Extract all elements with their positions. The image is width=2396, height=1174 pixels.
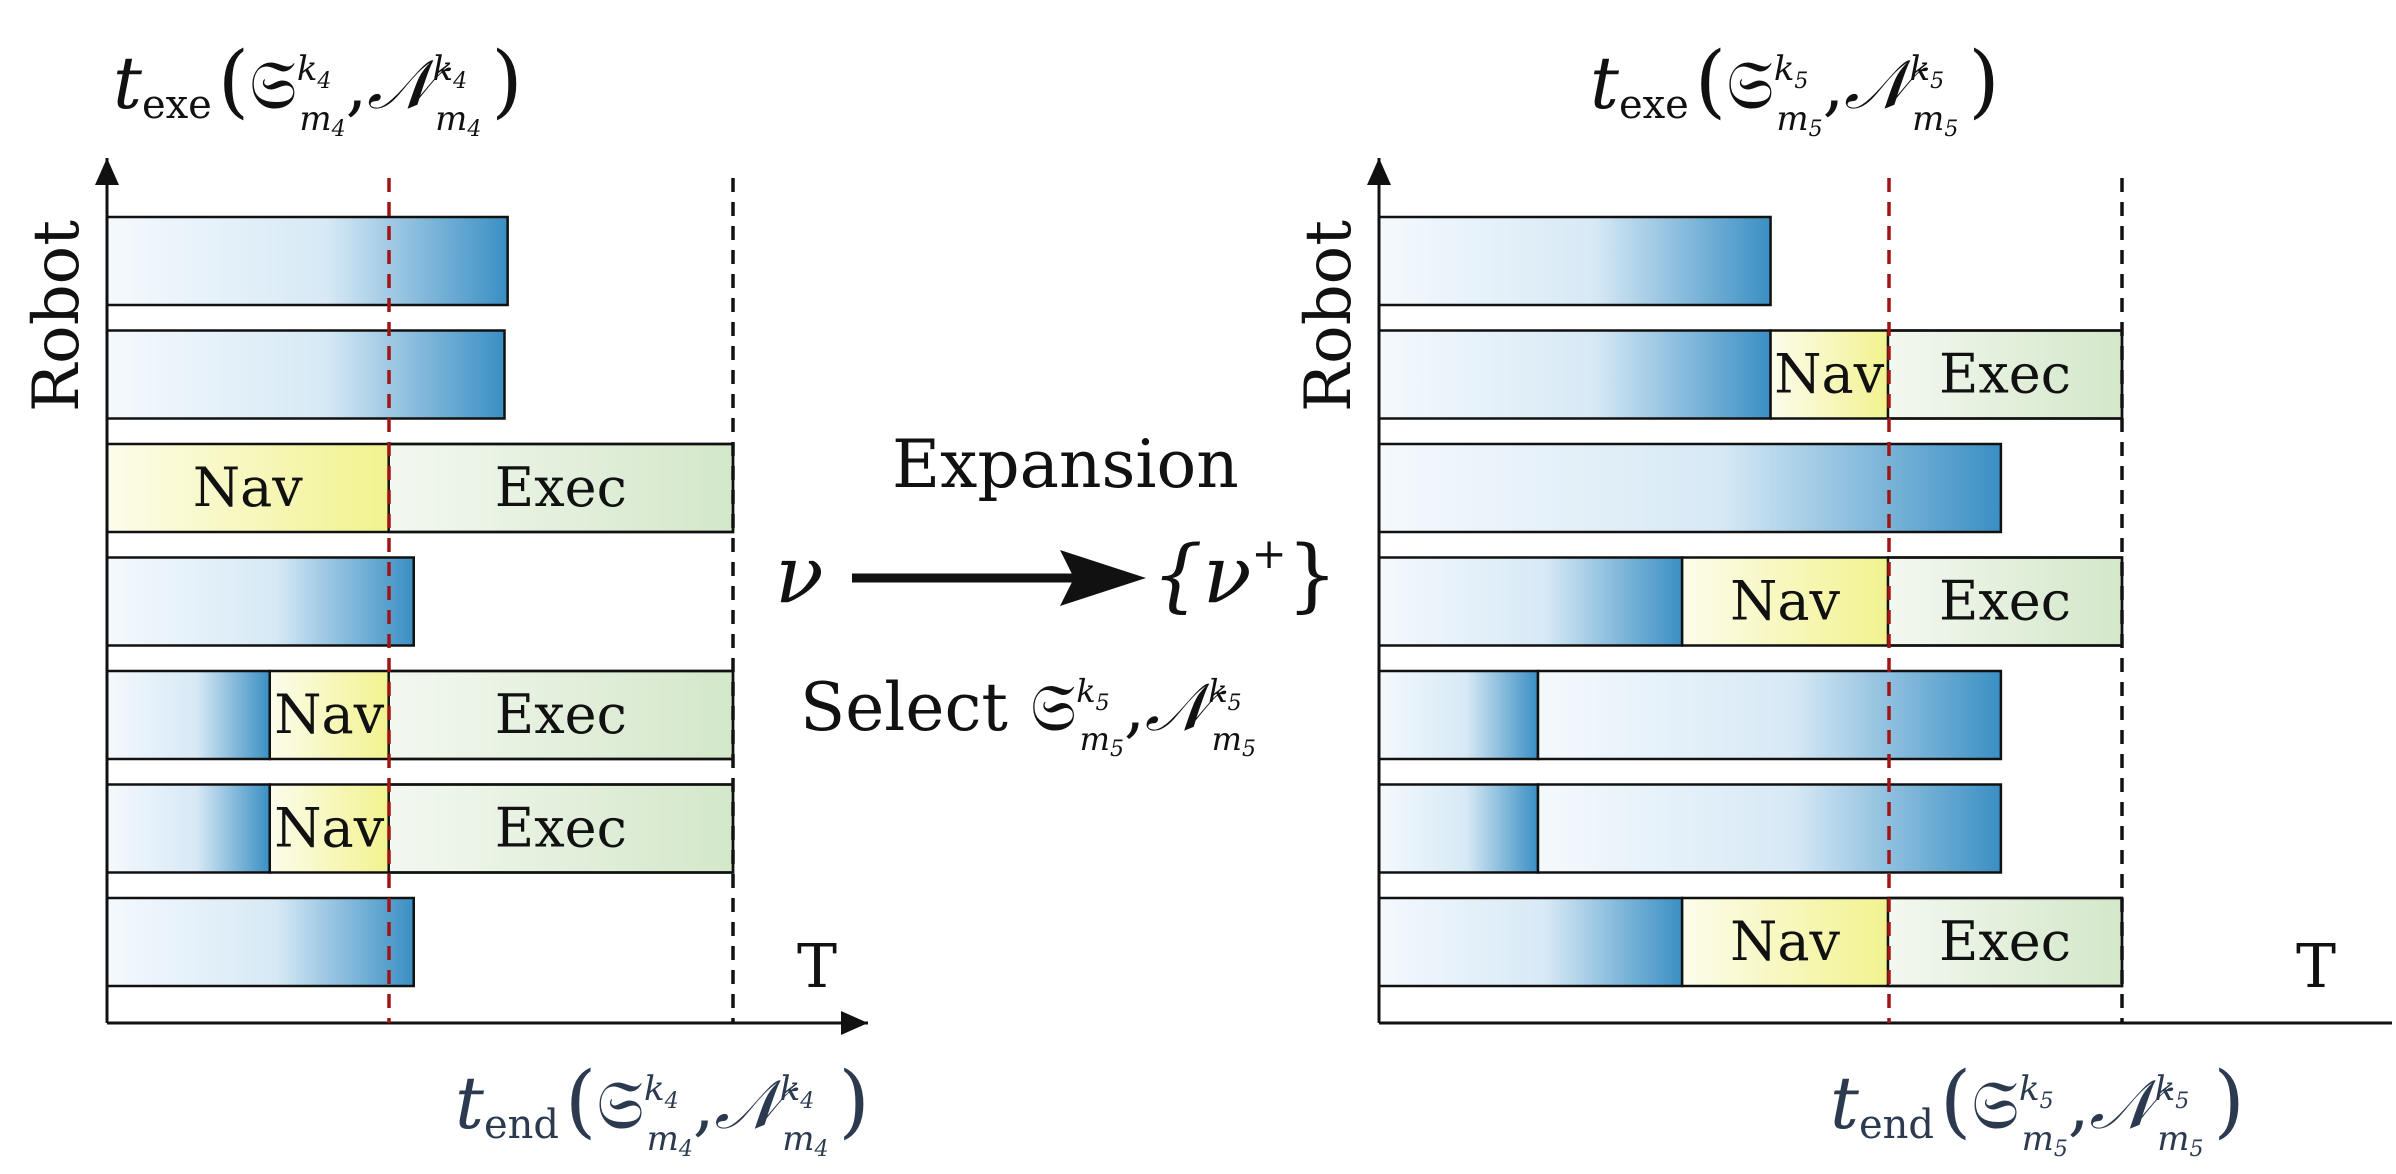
exec-label: Exec (495, 797, 627, 860)
right-robot-row: Nav Exec (1377, 896, 2124, 988)
right-robot-row (1377, 783, 2003, 874)
expansion-arrowhead (1060, 550, 1146, 606)
robot-task-bar (105, 783, 272, 874)
robot-task-bar (105, 556, 415, 647)
left-robot-row (105, 329, 506, 420)
robot-task-bar (1377, 556, 1684, 647)
expansion-label: Expansion (892, 426, 1239, 503)
nav-exec-outline (1680, 556, 2124, 647)
nav-label: Nav (1774, 343, 1884, 406)
exec-label: Exec (1939, 910, 2071, 973)
nav-label: Nav (274, 683, 384, 746)
robot-task-bar (1377, 329, 1772, 420)
right-robot-row (1377, 442, 2003, 534)
exec-segment (387, 442, 735, 534)
right-robot-row: Nav Exec (1377, 329, 2124, 420)
nav-segment (1681, 897, 1889, 987)
nav-segment (106, 443, 390, 533)
robot-task-bar (1536, 783, 2003, 874)
robot-task-bar (1377, 783, 1540, 874)
robot-task-bar (105, 329, 506, 420)
robot-task-bar (1377, 215, 1772, 307)
left-robot-row (105, 896, 415, 988)
left-robot-row (105, 215, 509, 307)
right-robot-axis-label: Robot (1292, 220, 1366, 412)
robot-task-bar (1536, 669, 2003, 761)
nav-label: Nav (274, 797, 384, 860)
left-robot-row (105, 556, 415, 647)
left-robot-axis-label: Robot (20, 220, 94, 412)
robot-task-bar (1377, 896, 1684, 988)
nav-label: Nav (193, 456, 303, 519)
right-time-axis-label: T (2296, 932, 2336, 1002)
right-robot-row: Nav Exec (1377, 556, 2124, 647)
nu-symbol: ν (775, 528, 824, 621)
left-robot-row: Nav Exec (105, 783, 735, 874)
exec-label: Exec (1939, 343, 2071, 406)
nav-exec-outline (1680, 896, 2124, 988)
nav-segment (1769, 329, 1889, 420)
left-robot-row: Nav Exec (105, 669, 735, 761)
nav-label: Nav (1730, 570, 1840, 633)
nu-plus-set: {ν+} (1152, 528, 1338, 621)
right-robot-row (1377, 669, 2003, 761)
nav-label: Nav (1730, 910, 1840, 973)
left-robot-row: Nav Exec (105, 442, 735, 534)
exec-label: Exec (495, 456, 627, 519)
left-time-axis-label: T (797, 932, 837, 1002)
robot-task-bar (1377, 442, 2003, 534)
robot-task-bar (105, 215, 509, 307)
exec-label: Exec (495, 683, 627, 746)
robot-task-bar (105, 669, 272, 761)
exec-segment (1886, 329, 2124, 420)
robot-task-bar (105, 896, 415, 988)
right-robot-row (1377, 215, 1772, 307)
exec-segment (1886, 896, 2124, 988)
robot-task-bar (1377, 669, 1540, 761)
exec-label: Exec (1939, 570, 2071, 633)
